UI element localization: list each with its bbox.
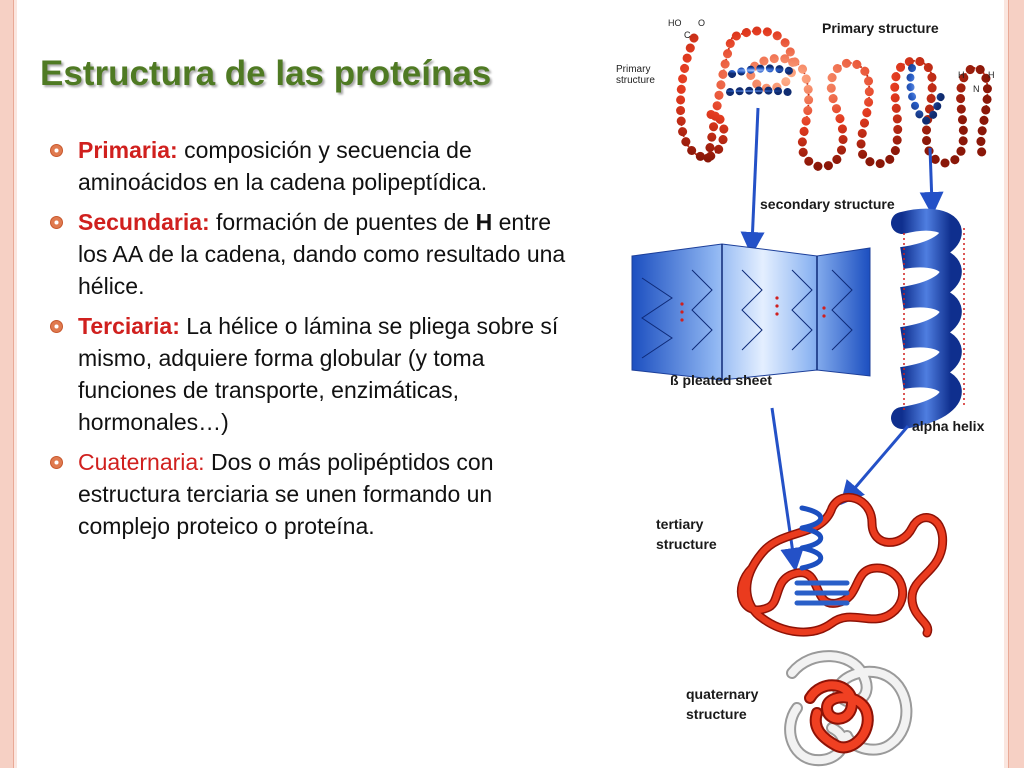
slide-frame-right-inner <box>1004 0 1008 768</box>
alpha-helix <box>891 208 965 429</box>
label-pleated-sheet: ß pleated sheet <box>670 372 772 388</box>
bullet-icon <box>50 456 63 469</box>
carboxyl-o-label: O <box>698 18 705 28</box>
arrow-helix-to-tertiary <box>840 425 910 506</box>
carboxyl-c-label: C <box>684 30 691 40</box>
bullet-icon <box>50 144 63 157</box>
label-primary-small-1: Primary <box>616 64 651 75</box>
arrow-to-sheet <box>740 107 765 256</box>
slide-frame-right <box>1008 0 1024 768</box>
bullet-secundaria: Secundaria: formación de puentes de H en… <box>44 206 584 302</box>
label-primary-small-2: structure <box>616 75 655 86</box>
bullet-terciaria: Terciaria: La hélice o lámina se pliega … <box>44 310 584 438</box>
label-quaternary-2: structure <box>686 706 747 722</box>
slide-frame-left-inner <box>14 0 17 768</box>
label-quaternary-1: quaternary <box>686 686 759 702</box>
label-tertiary-2: structure <box>656 536 717 552</box>
bullet-text-cuaternaria: Dos o más polipéptidos con estructura te… <box>78 449 494 539</box>
arrow-to-helix <box>919 147 944 216</box>
bullet-primaria: Primaria: composición y secuencia de ami… <box>44 134 584 198</box>
carboxyl-ho-label: HO <box>668 18 682 28</box>
slide-title: Estructura de las proteínas <box>40 54 492 93</box>
bullet-text-secundaria-after: entre los AA de la cadena, dando como re… <box>78 209 566 299</box>
label-alpha-helix: alpha helix <box>912 418 985 434</box>
bullet-text-terciaria: La hélice o lámina se pliega sobre sí mi… <box>78 313 559 435</box>
primary-chain <box>676 26 992 172</box>
protein-structure-figure: HO O C H H N <box>612 8 1008 768</box>
bullet-cuaternaria: Cuaternaria: Dos o más polipéptidos con … <box>44 446 584 542</box>
bullet-icon <box>50 216 63 229</box>
term-terciaria: Terciaria: <box>78 313 180 339</box>
label-tertiary-1: tertiary <box>656 516 704 532</box>
quaternary-structure <box>784 650 913 767</box>
bullet-text-primaria: composición y secuencia de aminoácidos e… <box>78 137 488 195</box>
bullet-list: Primaria: composición y secuencia de ami… <box>44 134 584 550</box>
term-cuaternaria: Cuaternaria: <box>78 449 205 475</box>
amine-n-label: N <box>973 84 980 94</box>
amine-h1-label: H <box>958 70 965 80</box>
label-primary-structure: Primary structure <box>822 20 939 36</box>
tertiary-structure <box>736 492 948 638</box>
amine-h2-label: H <box>988 70 995 80</box>
label-secondary-structure: secondary structure <box>760 196 895 212</box>
protein-structure-illustration: HO O C H H N <box>631 18 995 767</box>
bullet-text-secundaria-before: formación de puentes de <box>209 209 476 235</box>
term-primaria: Primaria: <box>78 137 178 163</box>
term-secundaria: Secundaria: <box>78 209 210 235</box>
slide-frame-left <box>0 0 14 768</box>
beta-pleated-sheet <box>631 243 871 381</box>
bullet-icon <box>50 320 63 333</box>
bullet-text-secundaria-bold: H <box>475 209 493 235</box>
